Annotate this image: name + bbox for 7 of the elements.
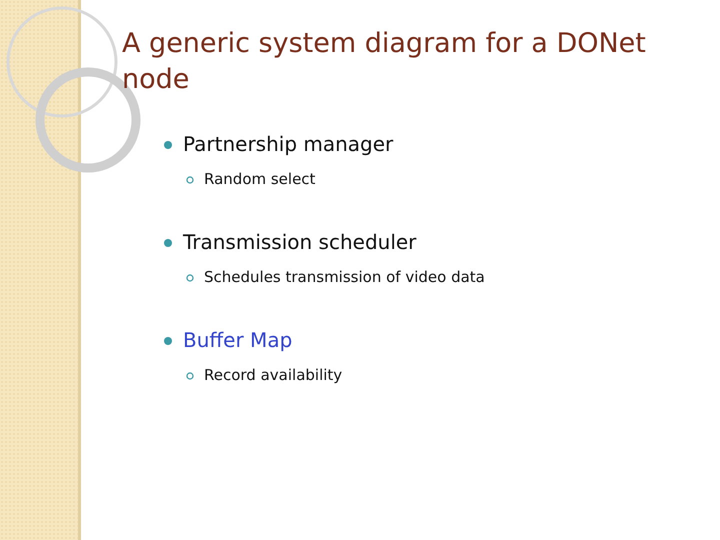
bullet-point: Transmission scheduler [183, 229, 416, 255]
sub-bullet-point: Random select [204, 169, 316, 190]
bullet-point: Buffer Map [183, 327, 292, 353]
slide-title: A generic system diagram for a DONet node [122, 27, 647, 97]
sub-bullet-point: Record availability [204, 365, 342, 386]
bullet-point: Partnership manager [183, 131, 394, 157]
sub-bullet-point: Schedules transmission of video data [204, 267, 485, 288]
